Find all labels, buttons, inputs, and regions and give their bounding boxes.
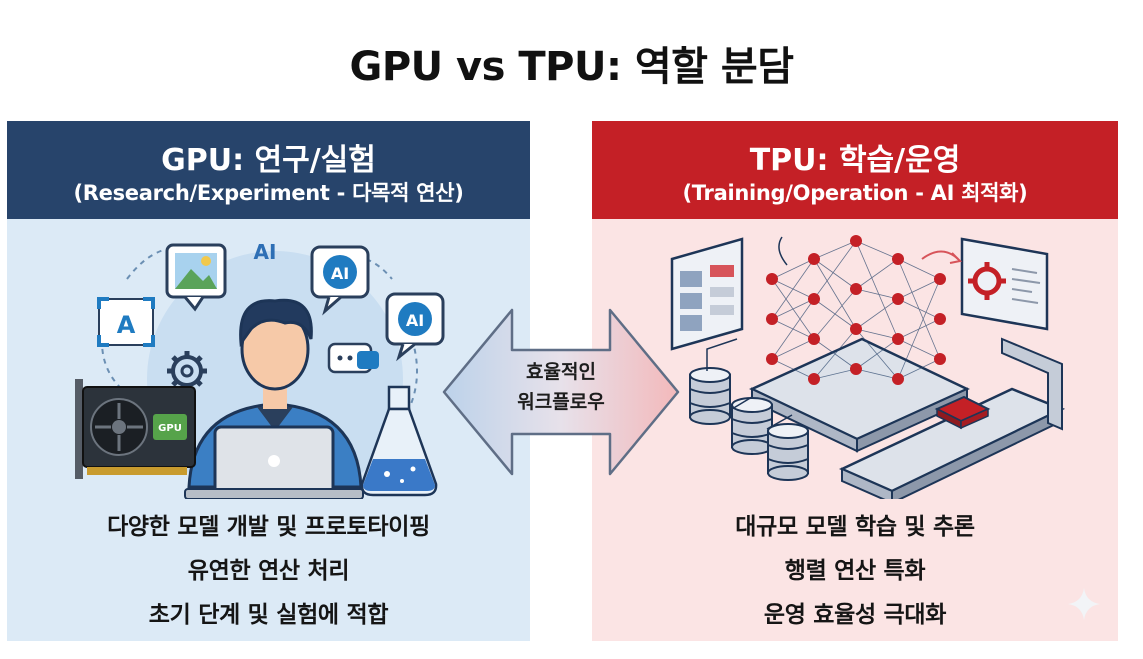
tpu-panel-subheading: (Training/Operation - AI 최적화) (682, 181, 1028, 205)
image-icon (165, 243, 227, 312)
database-icon (689, 338, 809, 481)
ai-bubble-icon: AI (385, 292, 445, 362)
laptop-icon (184, 425, 364, 499)
ai-bubble-text: AI (331, 264, 349, 283)
chip-icon (934, 395, 991, 430)
gear-icon (968, 262, 1006, 300)
sparkle-icon (1068, 588, 1100, 620)
gpu-bullet-item: 다양한 모델 개발 및 프로토타이핑 (107, 514, 430, 540)
dashboard-icon (670, 237, 744, 351)
page-title: GPU vs TPU: 역할 분담 (349, 44, 795, 90)
tpu-bullet-list: 대규모 모델 학습 및 추론 행렬 연산 특화 운영 효율성 극대화 (592, 505, 1118, 637)
gpu-research-illustration: AI A (75, 240, 445, 499)
gpu-card-icon: GPU (75, 379, 196, 479)
tpu-bullet-item: 행렬 연산 특화 (784, 558, 926, 584)
gear-icon (167, 351, 207, 391)
gpu-bullet-list: 다양한 모델 개발 및 프로토타이핑 유연한 연산 처리 초기 단계 및 실험에… (7, 505, 530, 637)
gpu-panel: GPU: 연구/실험 (Research/Experiment - 다목적 연산… (7, 121, 530, 641)
chat-bubble-icon (327, 342, 379, 374)
conveyor-belt-icon (838, 337, 1066, 499)
gpu-bullet-item: 초기 단계 및 실험에 적합 (148, 602, 389, 628)
code-window-icon (921, 237, 1049, 331)
image-recognition-icon: A (97, 297, 155, 347)
tpu-panel-header: TPU: 학습/운영 (Training/Operation - AI 최적화) (592, 121, 1118, 219)
gpu-panel-subheading: (Research/Experiment - 다목적 연산) (73, 181, 464, 205)
tpu-training-illustration (670, 235, 1066, 499)
tpu-panel: TPU: 학습/운영 (Training/Operation - AI 최적화) (592, 121, 1118, 641)
tpu-bullet-item: 대규모 모델 학습 및 추론 (735, 514, 975, 540)
workflow-label-line2: 워크플로우 (517, 391, 605, 413)
gpu-panel-heading: GPU: 연구/실험 (161, 143, 376, 178)
workflow-double-arrow (442, 308, 680, 476)
workflow-label: 효율적인 워크플로우 (500, 357, 622, 417)
ai-bubble-icon: AI (310, 245, 370, 316)
gpu-panel-header: GPU: 연구/실험 (Research/Experiment - 다목적 연산… (7, 121, 530, 219)
ai-bubble-text: AI (406, 311, 424, 330)
neural-network-platform (749, 235, 970, 453)
workflow-label-line1: 효율적인 (526, 361, 596, 383)
gpu-card-label: GPU (158, 423, 182, 434)
tpu-panel-heading: TPU: 학습/운영 (749, 143, 961, 178)
image-recognition-letter: A (117, 311, 136, 339)
gpu-bullet-item: 유연한 연산 처리 (187, 558, 350, 584)
ai-label: AI (254, 240, 277, 264)
tpu-bullet-item: 운영 효율성 극대화 (763, 602, 947, 628)
flask-icon (360, 385, 438, 497)
